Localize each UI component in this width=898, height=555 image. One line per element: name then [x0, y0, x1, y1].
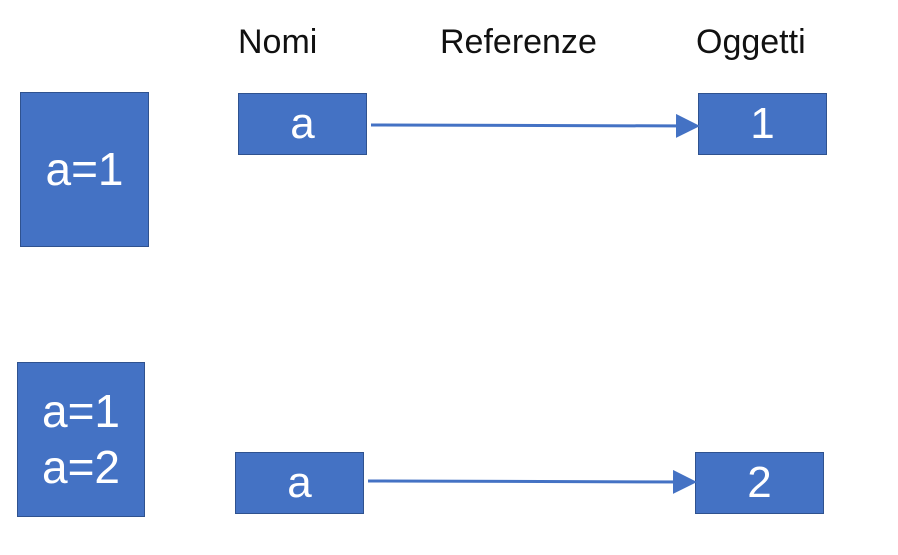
- header-objects: Oggetti: [696, 23, 806, 61]
- name-box-step2: a: [235, 452, 364, 514]
- code-line: a=2: [41, 440, 121, 493]
- name-box-step1: a: [238, 93, 367, 155]
- header-references: Referenze: [440, 23, 597, 61]
- reference-arrow-step1: [370, 113, 700, 138]
- code-box-step1: a=1: [20, 92, 149, 247]
- code-box-step2: a=1 a=2: [17, 362, 145, 517]
- header-names: Nomi: [238, 23, 318, 61]
- code-line: a=1: [45, 142, 124, 195]
- object-box-step2: 2: [695, 452, 824, 514]
- reference-arrow-step2: [367, 469, 697, 494]
- code-line: a=1: [41, 385, 121, 438]
- object-box-step1: 1: [698, 93, 827, 155]
